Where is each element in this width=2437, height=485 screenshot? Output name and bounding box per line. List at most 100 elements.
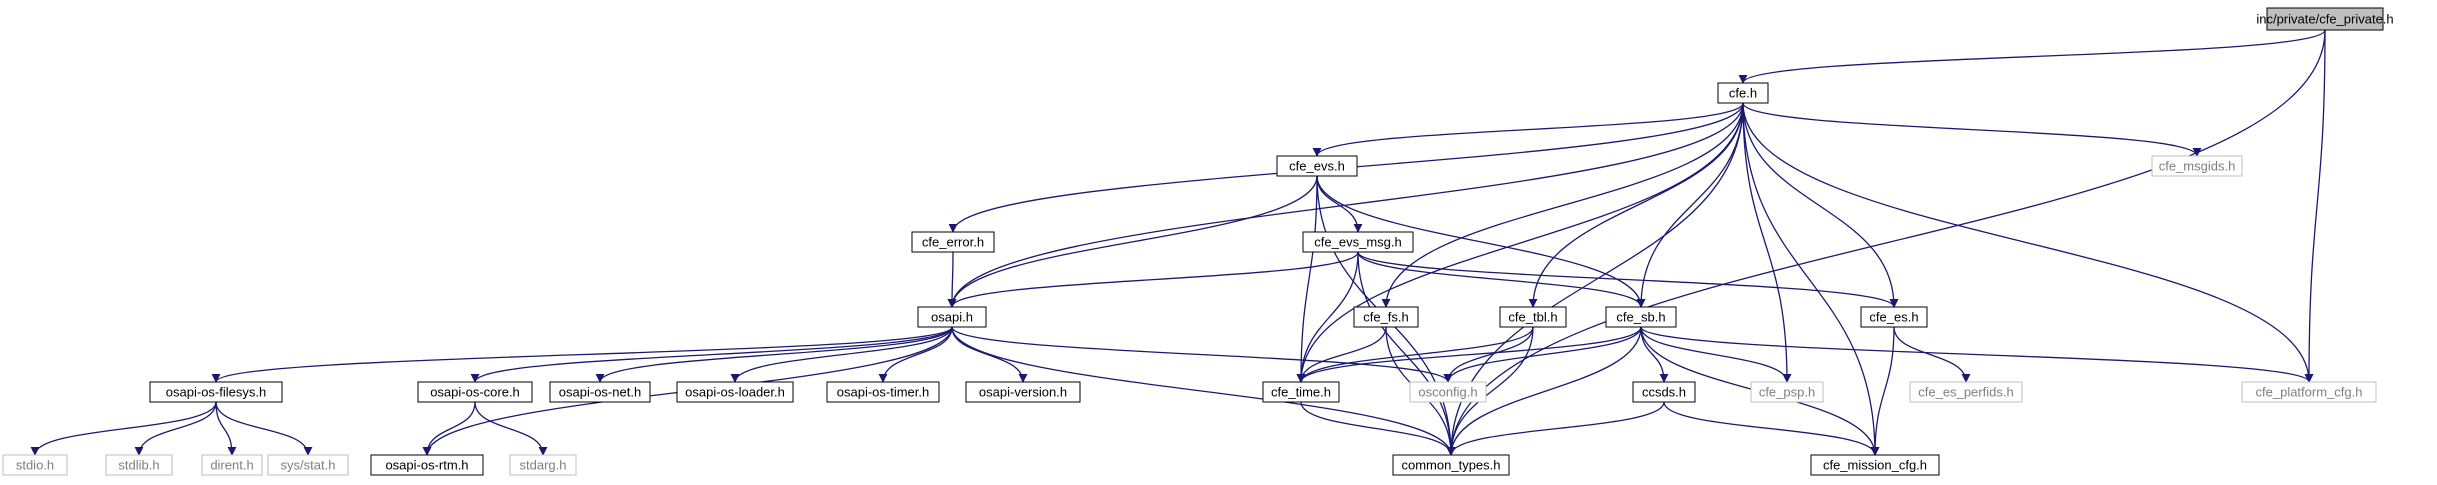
edge-cfe_evs_msg-to-cfe_sb (1357, 251, 1646, 308)
node-label: cfe_platform_cfg.h (2256, 385, 2363, 400)
node-cfe[interactable]: cfe.h (1717, 82, 1769, 104)
node-label: inc/private/cfe_private.h (2256, 12, 2393, 27)
node-box (149, 381, 283, 403)
node-cfe-psp: cfe_psp.h (1750, 381, 1824, 403)
edge-cfe-to-cfe_msgids (1742, 102, 2202, 157)
node-box (2, 454, 68, 476)
node-label: ccsds.h (1642, 385, 1686, 400)
node-cfe-evs[interactable]: cfe_evs.h (1276, 155, 1358, 177)
edge-cfe-to-osapi (947, 102, 1744, 308)
edge-cfe_sb-to-cfe_platform_cfg (1640, 326, 2314, 383)
node-osapi[interactable]: osapi.h (917, 306, 987, 328)
node-label: cfe_es.h (1869, 310, 1918, 325)
node-box (1750, 381, 1824, 403)
node-cfe-fs[interactable]: cfe_fs.h (1353, 306, 1419, 328)
edges-layer (30, 29, 2326, 456)
node-label: osapi-os-rtm.h (385, 458, 468, 473)
edge-osapi-to-osapi_os_filesys (211, 326, 953, 383)
node-label: cfe_sb.h (1616, 310, 1665, 325)
node-label: cfe_es_perfids.h (1918, 385, 2013, 400)
node-osapi-version[interactable]: osapi-version.h (965, 381, 1081, 403)
edge-osapi-to-osapi_version (951, 326, 1028, 383)
edge-ccsds-to-cfe_mission_cfg (1663, 401, 1880, 456)
edge-osapi-to-osapi_os_loader (730, 326, 953, 383)
edge-cfe_tbl-to-common_types (1446, 326, 1534, 456)
edge-cfe_evs-to-cfe_time (1296, 175, 1318, 383)
node-box (1353, 306, 1419, 328)
node-label: cfe_error.h (922, 235, 984, 250)
node-cfe-time[interactable]: cfe_time.h (1262, 381, 1340, 403)
node-label: cfe_time.h (1271, 385, 1331, 400)
edge-cfe_tbl-to-osconfig (1443, 326, 1534, 383)
node-ccsds[interactable]: ccsds.h (1632, 381, 1696, 403)
edge-cfe_es-to-cfe_mission_cfg (1870, 326, 1895, 456)
node-common-types[interactable]: common_types.h (1392, 454, 1510, 476)
node-stdarg: stdarg.h (509, 454, 577, 476)
node-osapi-os-core[interactable]: osapi-os-core.h (417, 381, 533, 403)
edge-osapi_os_core-to-stdarg (474, 401, 548, 456)
edge-cfe_fs-to-cfe_time (1296, 326, 1387, 383)
node-box (917, 306, 987, 328)
edge-osapi-to-osconfig (951, 326, 1453, 383)
node-dirent: dirent.h (201, 454, 263, 476)
node-label: osapi-os-net.h (559, 385, 641, 400)
node-box (1392, 454, 1510, 476)
node-label: osapi-os-loader.h (685, 385, 785, 400)
node-cfe-mission-cfg[interactable]: cfe_mission_cfg.h (1810, 454, 1940, 476)
node-osapi-os-timer[interactable]: osapi-os-timer.h (826, 381, 940, 403)
node-stdlib: stdlib.h (105, 454, 173, 476)
edge-cfe_sb-to-osconfig (1443, 326, 1642, 383)
node-cfe-platform-cfg: cfe_platform_cfg.h (2241, 381, 2377, 403)
node-box (1302, 231, 1414, 253)
edge-ccsds-to-common_types (1446, 401, 1665, 456)
node-box (370, 454, 484, 476)
node-box (2241, 381, 2377, 403)
node-label: osapi-os-filesys.h (166, 385, 266, 400)
edge-cfe_sb-to-ccsds (1640, 326, 1669, 383)
node-box (1276, 155, 1358, 177)
node-cfe-sb[interactable]: cfe_sb.h (1605, 306, 1677, 328)
node-box (911, 231, 995, 253)
edge-cfe-to-cfe_psp (1742, 102, 1792, 383)
edge-osapi-to-osapi_os_core (470, 326, 953, 383)
node-box (201, 454, 263, 476)
node-osapi-os-net[interactable]: osapi-os-net.h (549, 381, 651, 403)
node-osapi-os-rtm[interactable]: osapi-os-rtm.h (370, 454, 484, 476)
node-root[interactable]: inc/private/cfe_private.h (2256, 7, 2394, 31)
edge-cfe-to-cfe_sb (1636, 102, 1744, 308)
edge-cfe-to-cfe_mission_cfg (1742, 102, 1880, 456)
node-label: common_types.h (1402, 458, 1501, 473)
node-label: cfe_evs_msg.h (1314, 235, 1401, 250)
node-box (1499, 306, 1567, 328)
edge-cfe_sb-to-common_types (1446, 326, 1642, 456)
node-label: cfe_evs.h (1289, 159, 1345, 174)
node-cfe-evs-msg[interactable]: cfe_evs_msg.h (1302, 231, 1414, 253)
edge-cfe-to-cfe_es (1742, 102, 1899, 308)
node-label: osapi-os-core.h (430, 385, 520, 400)
node-osapi-os-filesys[interactable]: osapi-os-filesys.h (149, 381, 283, 403)
node-label: osapi-os-timer.h (837, 385, 929, 400)
node-sys-stat: sys/stat.h (267, 454, 349, 476)
node-label: cfe_msgids.h (2159, 159, 2236, 174)
node-box (1860, 306, 1928, 328)
node-label: stdarg.h (520, 458, 567, 473)
node-label: cfe_psp.h (1759, 385, 1815, 400)
edge-cfe_evs_msg-to-common_types (1357, 251, 1456, 456)
node-box (509, 454, 577, 476)
edge-cfe_es-to-cfe_es_perfids (1893, 326, 1971, 383)
edge-osapi-to-osapi_os_timer (878, 326, 953, 383)
node-cfe-tbl[interactable]: cfe_tbl.h (1499, 306, 1567, 328)
edge-cfe_evs_msg-to-cfe_es (1357, 251, 1899, 308)
node-osapi-os-loader[interactable]: osapi-os-loader.h (676, 381, 794, 403)
node-box (1909, 381, 2023, 403)
node-box (267, 454, 349, 476)
node-box (676, 381, 794, 403)
node-box (826, 381, 940, 403)
node-box (1605, 306, 1677, 328)
node-cfe-error[interactable]: cfe_error.h (911, 231, 995, 253)
node-box (417, 381, 533, 403)
node-cfe-es[interactable]: cfe_es.h (1860, 306, 1928, 328)
node-label: cfe_tbl.h (1508, 310, 1557, 325)
node-box (105, 454, 173, 476)
